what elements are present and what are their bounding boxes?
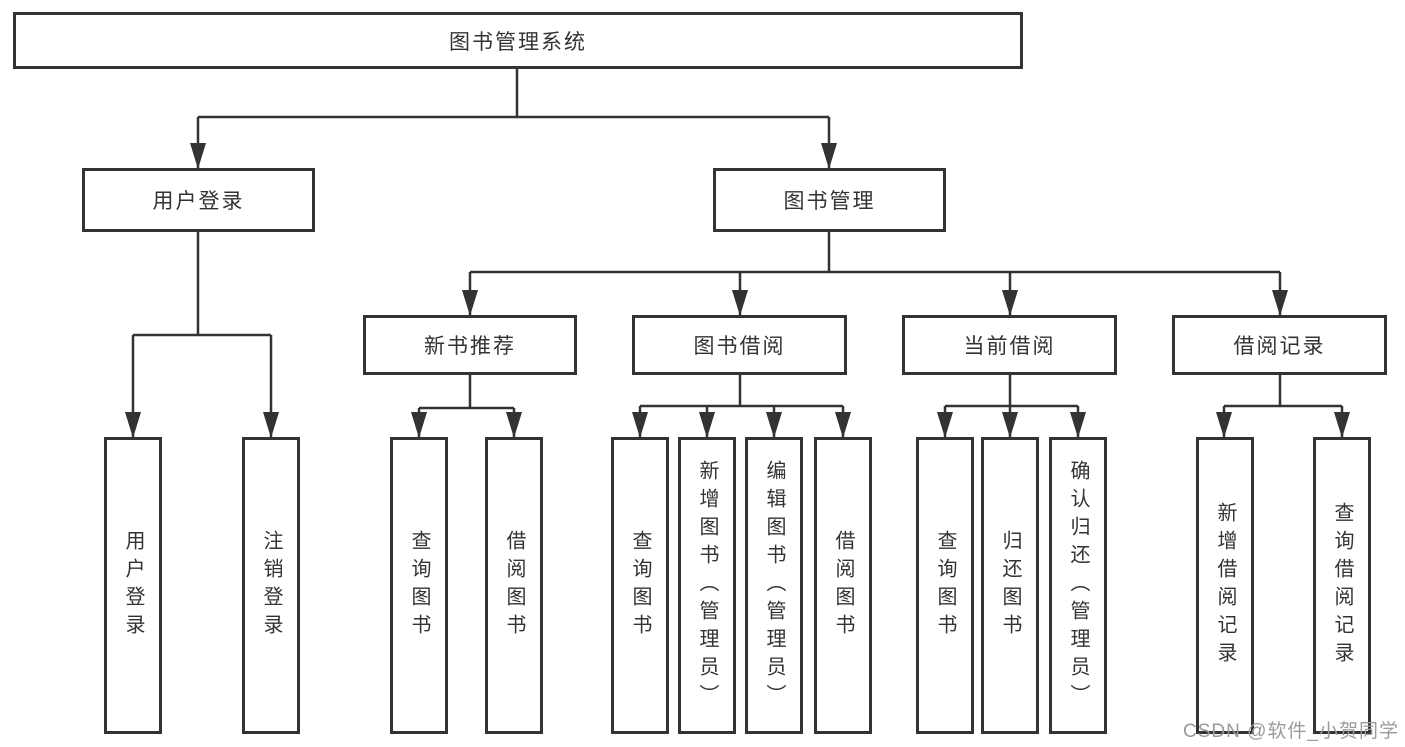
arrowhead bbox=[1272, 290, 1288, 316]
leaf-borrow-books-recommend: 借阅图书 bbox=[485, 437, 543, 734]
arrowhead bbox=[632, 412, 648, 438]
arrowhead bbox=[462, 290, 478, 316]
arrowhead bbox=[1334, 412, 1350, 438]
branch-current-borrowing bbox=[937, 375, 1086, 438]
arrowhead bbox=[732, 290, 748, 316]
node-book-borrowing: 图书借阅 bbox=[632, 315, 847, 375]
leaf-add-borrow-record: 新增借阅记录 bbox=[1196, 437, 1254, 734]
arrowhead bbox=[1002, 412, 1018, 438]
branch-book-management bbox=[462, 232, 1288, 316]
arrowhead bbox=[1216, 412, 1232, 438]
node-current-borrowing: 当前借阅 bbox=[902, 315, 1117, 375]
node-book-borrowing-label: 图书借阅 bbox=[693, 335, 786, 358]
arrowhead bbox=[766, 412, 782, 438]
arrowhead bbox=[1070, 412, 1086, 438]
leaf-borrow-books: 借阅图书 bbox=[814, 437, 872, 734]
csdn-watermark: CSDN @软件_小贺同学 bbox=[1183, 721, 1399, 742]
leaf-query-borrow-record: 查询借阅记录 bbox=[1313, 437, 1371, 734]
arrowhead bbox=[263, 412, 279, 438]
leaf-edit-books-admin: 编辑图书（管理员） bbox=[745, 437, 803, 734]
arrowhead bbox=[1002, 290, 1018, 316]
arrowhead bbox=[937, 412, 953, 438]
node-current-borrowing-label: 当前借阅 bbox=[963, 335, 1056, 358]
arrowhead bbox=[699, 412, 715, 438]
arrowhead bbox=[190, 143, 206, 169]
node-book-management: 图书管理 bbox=[713, 168, 946, 232]
node-library-system: 图书管理系统 bbox=[13, 12, 1023, 69]
node-book-management-label: 图书管理 bbox=[783, 190, 876, 213]
node-borrowing-records: 借阅记录 bbox=[1172, 315, 1387, 375]
node-borrowing-records-label: 借阅记录 bbox=[1233, 335, 1326, 358]
leaf-user-login: 用户登录 bbox=[104, 437, 162, 734]
arrowhead bbox=[835, 412, 851, 438]
branch-book-borrowing bbox=[632, 375, 851, 438]
leaf-query-books-current: 查询图书 bbox=[916, 437, 974, 734]
arrowhead bbox=[125, 412, 141, 438]
arrowhead bbox=[411, 412, 427, 438]
leaf-confirm-return-admin: 确认归还（管理员） bbox=[1049, 437, 1107, 734]
leaf-logout: 注销登录 bbox=[242, 437, 300, 734]
node-user-login-label: 用户登录 bbox=[152, 190, 245, 213]
leaf-query-books-borrowing: 查询图书 bbox=[611, 437, 669, 734]
arrowhead bbox=[821, 143, 837, 169]
branch-user-login bbox=[125, 232, 279, 438]
node-user-login: 用户登录 bbox=[82, 168, 315, 232]
node-new-book-recommend-label: 新书推荐 bbox=[424, 335, 516, 358]
branch-borrowing-records bbox=[1216, 375, 1350, 438]
leaf-query-books-recommend: 查询图书 bbox=[390, 437, 448, 734]
leaf-return-books: 归还图书 bbox=[981, 437, 1039, 734]
leaf-add-books-admin: 新增图书（管理员） bbox=[678, 437, 736, 734]
arrowhead bbox=[506, 412, 522, 438]
branch-new-book-recommend bbox=[411, 375, 522, 438]
node-library-system-label: 图书管理系统 bbox=[449, 30, 587, 54]
node-new-book-recommend: 新书推荐 bbox=[363, 315, 577, 375]
branch-root bbox=[190, 68, 837, 169]
